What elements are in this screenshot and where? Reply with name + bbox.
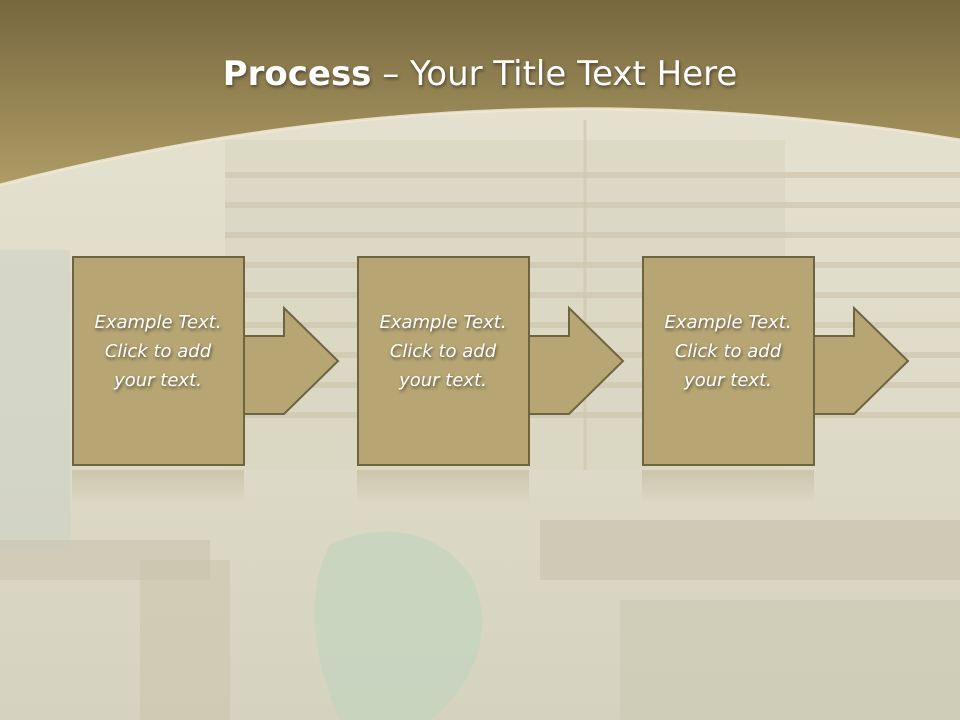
- step-text[interactable]: Example Text. Click to add your text.: [379, 312, 507, 391]
- process-step-1[interactable]: Example Text. Click to add your text.: [72, 256, 416, 468]
- process-step-3[interactable]: Example Text. Click to add your text.: [642, 256, 960, 468]
- step-reflection: [72, 470, 244, 504]
- step-text[interactable]: Example Text. Click to add your text.: [664, 312, 792, 391]
- title-rest: – Your Title Text Here: [371, 54, 738, 94]
- title-bold: Process: [222, 54, 372, 94]
- step-text[interactable]: Example Text. Click to add your text.: [94, 312, 222, 391]
- step-reflection: [642, 470, 814, 504]
- step-shape: [642, 256, 910, 466]
- slide-title[interactable]: Process – Your Title Text Here: [0, 52, 960, 96]
- step-shape: [72, 256, 340, 466]
- process-step-2[interactable]: Example Text. Click to add your text.: [357, 256, 701, 468]
- step-reflection: [357, 470, 529, 504]
- step-shape: [357, 256, 625, 466]
